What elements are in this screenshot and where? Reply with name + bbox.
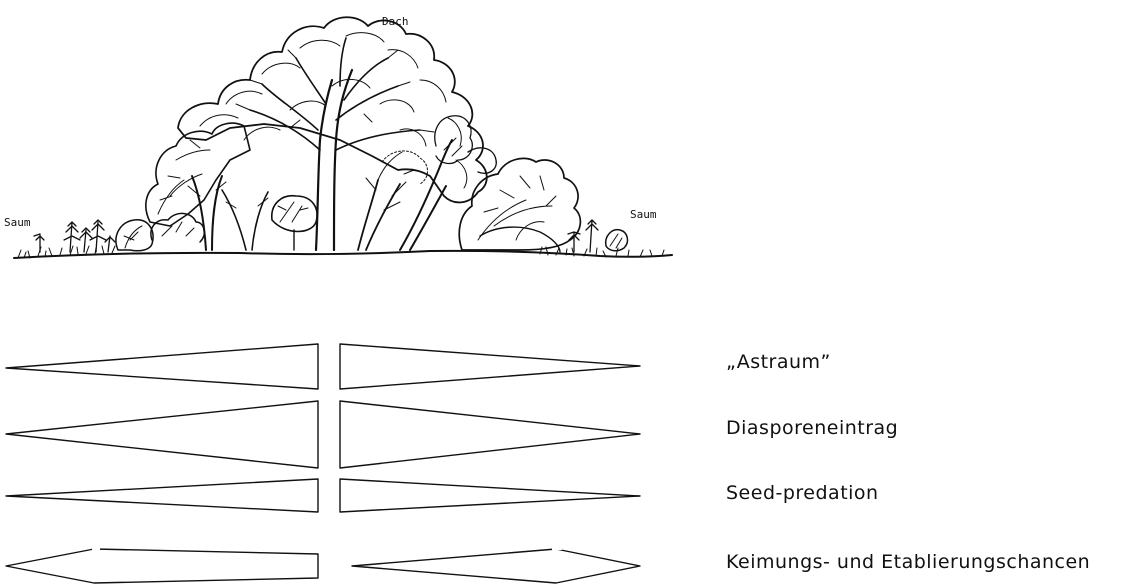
seed-predation-left-wedge [6,479,318,512]
inner-small-bush [272,196,317,250]
row-3-seed-predation-wedges [6,479,640,512]
row-2-diasporeneintrag-wedges [6,401,640,468]
edge-left-label: Saum [4,216,31,229]
vegetation-profile-illustration: Dach Saum Saum [4,15,672,258]
left-shrub [116,220,153,251]
diasporeneintrag-right-wedge [340,401,640,468]
seed-predation-right-wedge [340,479,640,512]
edge-right-label: Saum [630,208,657,221]
roof-label: Dach [382,15,409,28]
keimung-left-diamond [6,549,318,583]
ground-grass [18,246,664,258]
right-mantle-shrubs [459,158,580,252]
left-mantle-shrubs [146,123,250,242]
left-mantle-trunks [188,176,268,250]
row-4-keimung-diamonds [6,549,640,583]
left-herbs [34,220,115,252]
row-1-astraum-wedges [6,344,640,389]
row-label-astraum: „Astraum” [726,351,831,373]
diasporeneintrag-left-wedge [6,401,318,468]
central-tree-canopy [178,17,487,202]
keimung-right-diamond [352,549,640,583]
row-label-diasporeneintrag: Diasporeneintrag [726,417,898,439]
row-labels: „Astraum” Diasporeneintrag Seed-predatio… [726,351,1090,573]
row-label-seed-predation: Seed-predation [726,482,879,504]
row-label-keimung: Keimungs- und Etablierungschancen [726,551,1090,573]
right-herbs [568,220,627,252]
astraum-right-wedge [340,344,640,389]
astraum-left-wedge [6,344,318,389]
